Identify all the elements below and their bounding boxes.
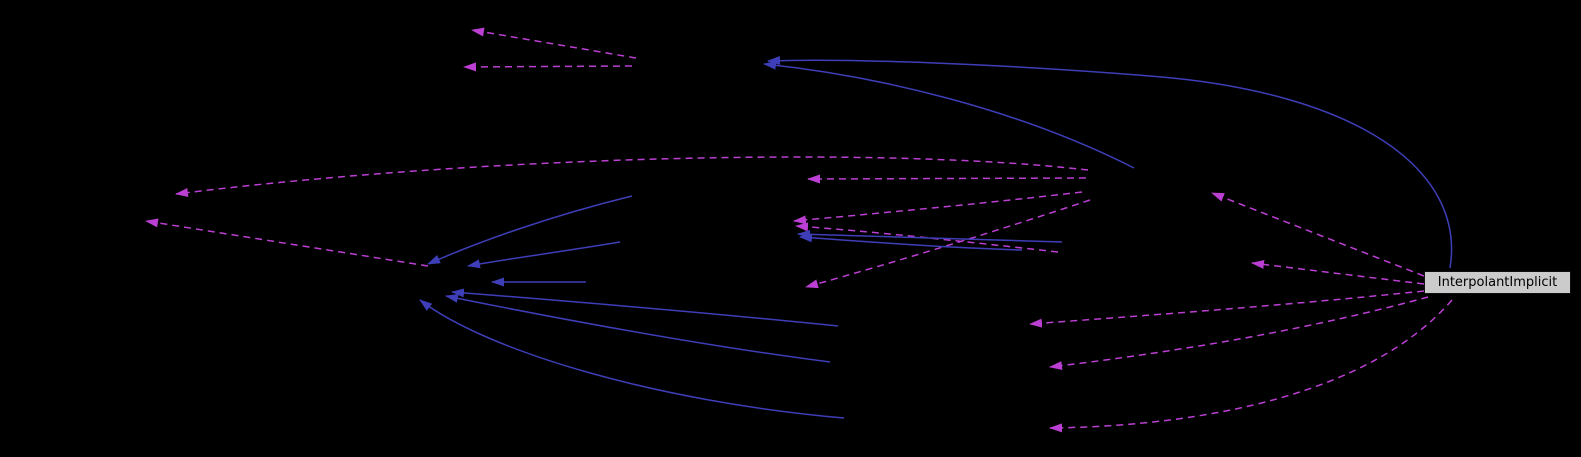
graph-edge-solid <box>451 288 839 327</box>
graph-edge-dashed <box>795 222 1059 253</box>
graph-edge-dashed <box>1211 192 1425 277</box>
graph-edge-dashed <box>1251 259 1425 285</box>
graph-edge-solid <box>767 56 1453 269</box>
node-interpolant-implicit[interactable]: InterpolantImplicit <box>1424 271 1571 294</box>
graph-edge-solid <box>419 299 845 419</box>
graph-edge-dashed <box>1049 299 1453 433</box>
graph-edge-solid <box>799 233 1023 251</box>
graph-edge-dashed <box>805 199 1091 289</box>
graph-edge-dashed <box>463 62 633 72</box>
graph-edge-dashed <box>145 218 429 267</box>
graph-edge-dashed <box>793 191 1083 225</box>
graph-edge-solid <box>467 241 621 269</box>
graph-edge-dashed <box>1049 296 1429 371</box>
graph-edge-solid <box>763 60 1135 169</box>
graph-edge-solid <box>797 229 1063 243</box>
graph-edge-dashed <box>807 174 1087 184</box>
graph-edge-dashed <box>471 27 637 59</box>
node-label: InterpolantImplicit <box>1437 275 1558 290</box>
graph-edge-solid <box>445 293 831 363</box>
graph-edge-solid <box>427 195 633 265</box>
graph-edge-dashed <box>175 156 1089 197</box>
graph-edge-dashed <box>1029 290 1425 328</box>
